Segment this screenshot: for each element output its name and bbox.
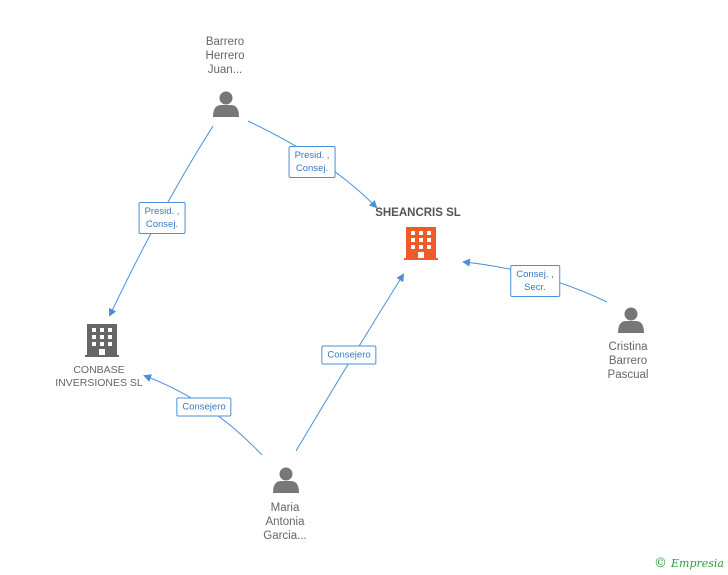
edge-label-maria-sheancris[interactable]: Consejero <box>321 345 377 365</box>
edge-label-bh-sheancris[interactable]: Presid. , Consej. <box>288 146 336 178</box>
copyright-icon: © <box>654 556 667 571</box>
node-label-barrero-herrero[interactable]: Barrero Herrero Juan... <box>205 36 245 76</box>
node-label-cristina[interactable]: Cristina Barrero Pascual <box>607 341 649 381</box>
person-icon[interactable] <box>213 91 239 118</box>
node-label-conbase[interactable]: CONBASE INVERSIONES SL <box>55 364 143 389</box>
edge-label-cristina-sheancris[interactable]: Consej. , Secr. <box>510 265 560 297</box>
brand-name: Empresia <box>671 557 724 570</box>
edge-label-maria-conbase[interactable]: Consejero <box>176 397 232 417</box>
node-label-maria[interactable]: Maria Antonia Garcia... <box>263 502 307 542</box>
person-icon[interactable] <box>273 467 299 494</box>
building-icon[interactable] <box>404 227 438 260</box>
building-icon[interactable] <box>85 324 119 357</box>
node-label-sheancris[interactable]: SHEANCRIS SL <box>375 207 461 219</box>
person-icon[interactable] <box>618 307 644 334</box>
brand-logo[interactable]: © Empresia <box>654 556 724 571</box>
edge-label-bh-conbase[interactable]: Presid. , Consej. <box>138 202 186 234</box>
